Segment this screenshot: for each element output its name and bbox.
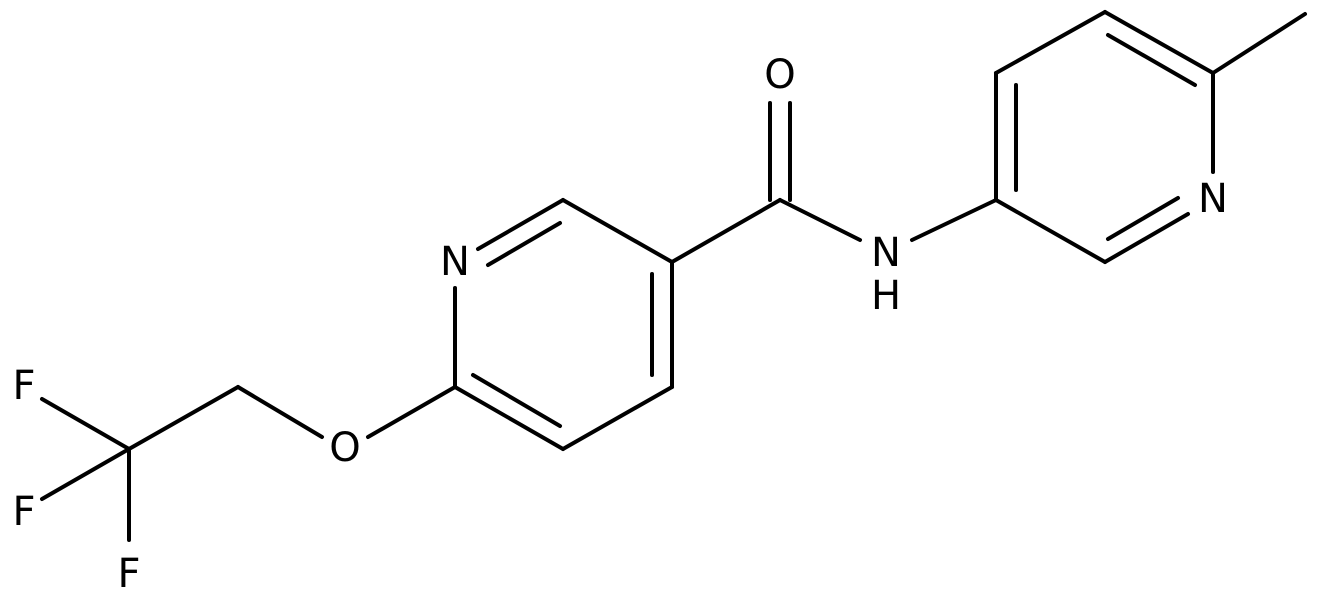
bond-ring1-c5-c4 <box>561 385 674 451</box>
atom-n-pyridine-right: N <box>1198 176 1228 222</box>
atom-o-carbonyl: O <box>764 52 795 98</box>
atom-f1: F <box>12 363 35 409</box>
bond-ring1-c6-c5-inner <box>471 373 562 428</box>
atom-f2: F <box>12 489 35 535</box>
bond-cf3-f1 <box>40 397 131 451</box>
bond-ring2-c4-c5 <box>994 10 1107 75</box>
bond-ring1-c2-n1 <box>476 198 565 251</box>
atom-o-ether: O <box>329 425 360 471</box>
bond-ring2-n1-c2 <box>1103 212 1190 264</box>
bond-ch2-cf3 <box>127 385 240 451</box>
atom-h-amide: H <box>871 273 901 319</box>
atom-n-pyridine-left: N <box>440 239 470 285</box>
bond-ring1-c3-c2 <box>561 198 674 264</box>
bond-o-ch2 <box>236 385 324 439</box>
bond-ring2-c5-c6-inner <box>1106 33 1197 87</box>
bond-c3-nh <box>910 198 998 242</box>
atom-labels: O N H N N O F F F <box>12 52 1227 597</box>
bond-ring1-c6-c5 <box>453 385 565 451</box>
bond-ring2-n1-c2-inner <box>1106 196 1180 241</box>
bonds <box>40 10 1307 542</box>
atom-f3: F <box>117 551 140 597</box>
bond-ring2-c2-c3 <box>994 198 1107 264</box>
bond-methyl <box>1211 12 1307 75</box>
atom-n-amide: N <box>871 230 901 276</box>
bond-nh-carbonyl-c <box>778 198 862 242</box>
bond-cf3-f2 <box>40 447 131 501</box>
bond-c6-o <box>366 385 457 439</box>
bond-ring1-c2-n1-inner <box>486 221 562 267</box>
bond-carbonyl-c-ring1 <box>670 198 782 264</box>
bond-ring2-c5-c6 <box>1103 10 1215 75</box>
